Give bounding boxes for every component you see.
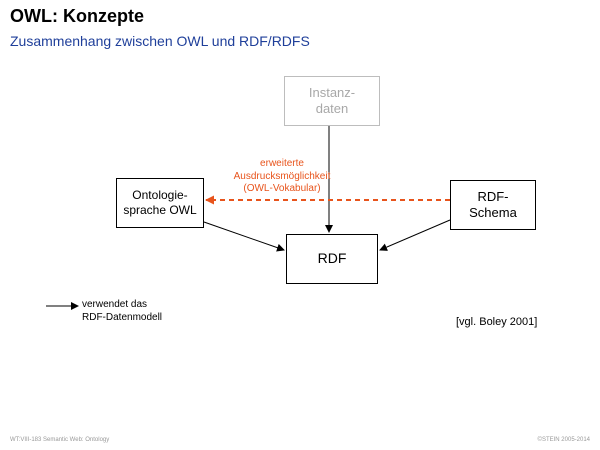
footer-left: WT:VIII-183 Semantic Web: Ontology	[10, 437, 110, 443]
node-rdf-label: RDF	[317, 250, 347, 267]
legend-text: verwendet das RDF-Datenmodell	[82, 299, 163, 323]
extended-expressiveness-annotation: erweiterte Ausdrucksmöglichkeit (OWL-Vok…	[233, 158, 331, 194]
node-instanzdaten: Instanz- daten	[284, 76, 380, 126]
footer-right: ©STEIN 2005-2014	[537, 437, 590, 443]
node-ontologiesprache-owl: Ontologie- sprache OWL	[116, 178, 204, 228]
slide-subtitle: Zusammenhang zwischen OWL und RDF/RDFS	[10, 33, 310, 49]
arrow-rdfschema-to-rdf	[379, 219, 451, 251]
node-rdfschema-label: RDF- Schema	[469, 188, 517, 220]
citation: [vgl. Boley 2001]	[456, 316, 538, 328]
slide-title: OWL: Konzepte	[10, 6, 144, 26]
node-rdf-schema: RDF- Schema	[450, 180, 536, 230]
node-ontologie-label: Ontologie- sprache OWL	[123, 188, 197, 217]
node-instanzdaten-label: Instanz- daten	[308, 84, 356, 116]
arrow-ontologie-to-rdf	[203, 221, 285, 252]
node-rdf: RDF	[286, 234, 378, 284]
